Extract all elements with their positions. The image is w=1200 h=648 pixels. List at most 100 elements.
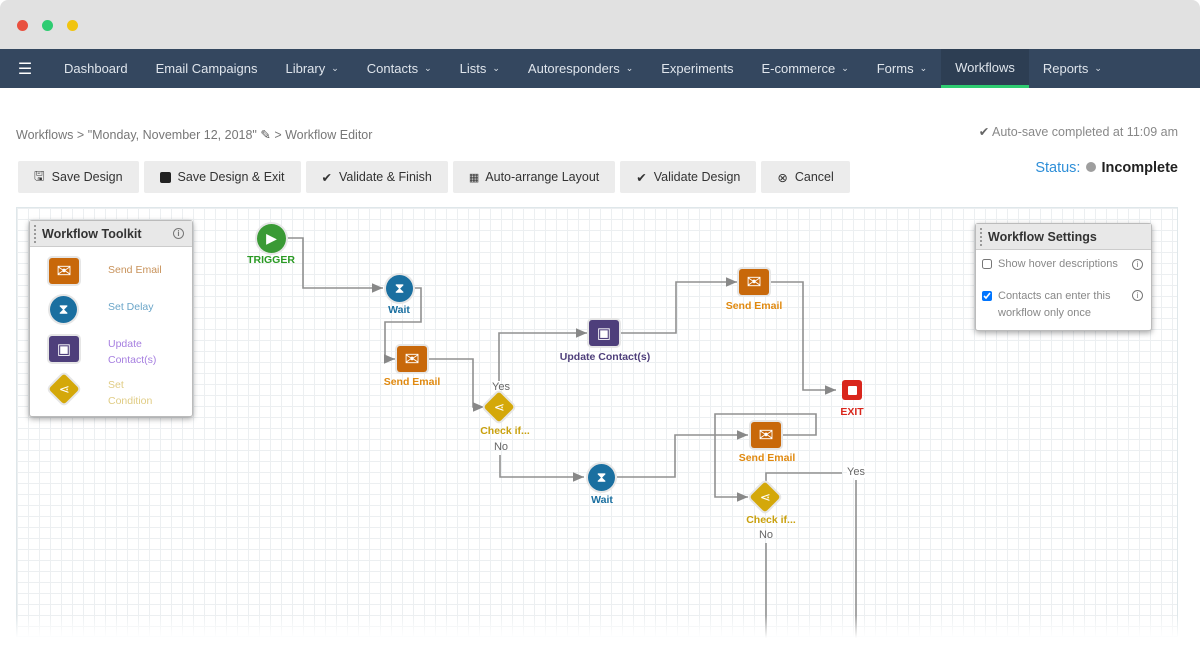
main-nav: ☰ Dashboard Email Campaigns Library ⌄ Con… xyxy=(0,49,1200,88)
exit-node-label: EXIT xyxy=(840,406,864,418)
nav-label: Email Campaigns xyxy=(155,61,258,76)
button-label: Cancel xyxy=(794,170,834,184)
nav-autoresponders[interactable]: Autoresponders ⌄ xyxy=(514,49,647,88)
toolkit-item-label: Update Contact(s) xyxy=(108,338,157,366)
nav-reports[interactable]: Reports⌄ xyxy=(1029,49,1116,88)
nav-label: Library xyxy=(285,61,326,76)
nav-label: Dashboard xyxy=(64,61,128,76)
breadcrumb: Workflows > "Monday, November 12, 2018" … xyxy=(16,127,372,142)
close-window-button[interactable] xyxy=(17,20,28,31)
nav-library[interactable]: Library ⌄ xyxy=(271,49,352,88)
status-dot-icon xyxy=(1086,162,1097,172)
settings-header[interactable]: Workflow Settings xyxy=(976,224,1151,250)
send-email-node-envelope-icon[interactable]: ✉ xyxy=(397,346,427,372)
hourglass-icon: ⧗ xyxy=(50,296,77,323)
save-design-button[interactable]: 🖫 Save Design xyxy=(18,161,139,193)
nav-dashboard[interactable]: Dashboard xyxy=(50,49,142,88)
condition-node-label: Check if... xyxy=(746,514,796,526)
button-label: Save Design xyxy=(51,170,123,184)
contact-card-icon: ▣ xyxy=(49,336,79,362)
setting-label: Show hover descriptions xyxy=(998,258,1118,270)
exit-node-stop-icon[interactable] xyxy=(842,380,862,400)
autosave-status: ✔ Auto-save completed at 11:09 am xyxy=(979,124,1178,139)
chevron-down-icon: ⌄ xyxy=(625,63,634,73)
validate-finish-button[interactable]: ✔ Validate & Finish xyxy=(305,161,448,193)
pencil-icon[interactable]: ✎ xyxy=(260,128,271,142)
info-icon[interactable]: i xyxy=(1132,290,1143,301)
enter-once-checkbox[interactable] xyxy=(982,291,992,301)
toolkit-item-label: Set Delay xyxy=(108,301,154,313)
cancel-button[interactable]: ⊗Cancel xyxy=(761,161,850,193)
exit-square-icon xyxy=(159,171,171,183)
nav-label: Reports xyxy=(1042,61,1089,76)
edge-label-yes: Yes xyxy=(847,466,865,478)
maximize-window-button[interactable] xyxy=(67,20,78,31)
auto-arrange-button[interactable]: ▦ Auto-arrange Layout xyxy=(452,161,616,193)
send-email-node-label: Send Email xyxy=(738,452,796,464)
workflow-settings-panel[interactable]: Workflow Settings Show hover description… xyxy=(975,223,1152,331)
setting-label: Contacts can enter this workflow only on… xyxy=(998,290,1111,319)
breadcrumb-separator: > xyxy=(274,128,282,142)
setting-hover-descriptions: Show hover descriptions xyxy=(982,256,1118,273)
branch-icon: ⋖ xyxy=(48,373,80,405)
nav-label: Experiments xyxy=(661,61,734,76)
save-design-exit-button[interactable]: Save Design & Exit xyxy=(143,161,301,193)
connector-email-exit xyxy=(771,281,836,395)
condition-node-label: Check if... xyxy=(480,425,530,437)
nav-email-campaigns[interactable]: Email Campaigns xyxy=(142,49,272,88)
toolkit-item-label: Send Email xyxy=(108,264,162,276)
button-label: Save Design & Exit xyxy=(177,170,285,184)
minimize-window-button[interactable] xyxy=(42,20,53,31)
check-icon: ✔ xyxy=(978,125,990,139)
floppy-disk-icon: 🖫 xyxy=(34,168,45,183)
connector-trigger-wait xyxy=(286,237,383,293)
breadcrumb-workflows-link[interactable]: Workflows xyxy=(16,128,74,142)
chevron-down-icon: ⌄ xyxy=(919,63,928,73)
hamburger-menu-icon[interactable]: ☰ xyxy=(17,60,33,78)
button-label: Auto-arrange Layout xyxy=(485,170,600,184)
breadcrumb-separator: > xyxy=(76,128,85,142)
nav-label: Lists xyxy=(459,61,487,76)
settings-title: Workflow Settings xyxy=(988,229,1097,244)
nav-contacts[interactable]: Contacts⌄ xyxy=(353,49,446,88)
chevron-down-icon: ⌄ xyxy=(492,63,500,73)
grid-icon: ▦ xyxy=(468,171,479,184)
connector-email-loop xyxy=(714,413,817,502)
wait-node-hourglass-icon[interactable]: ⧗ xyxy=(588,464,615,491)
wait-node-label: Wait xyxy=(591,494,613,506)
toolkit-item-label: Set Condition xyxy=(108,379,153,407)
connector-update-email xyxy=(620,277,737,334)
nav-experiments[interactable]: Experiments xyxy=(647,49,747,88)
toolkit-title: Workflow Toolkit xyxy=(42,226,142,241)
connector-wait-email xyxy=(383,287,422,364)
nav-ecommerce[interactable]: E-commerce⌄ xyxy=(748,49,863,88)
nav-lists[interactable]: Lists ⌄ xyxy=(446,49,514,88)
toolkit-header[interactable]: Workflow Toolkit i xyxy=(30,221,192,247)
check-icon: ✔ xyxy=(321,170,333,185)
trigger-node-play-icon[interactable]: ▶ xyxy=(257,224,286,253)
breadcrumb-workflow-name[interactable]: "Monday, November 12, 2018" xyxy=(87,128,257,142)
button-label: Validate & Finish xyxy=(339,170,432,184)
nav-label: Autoresponders xyxy=(527,61,620,76)
send-email-node-envelope-icon[interactable]: ✉ xyxy=(739,269,769,295)
nav-label: Workflows xyxy=(955,59,1015,75)
send-email-node-label: Send Email xyxy=(725,300,783,312)
nav-workflows[interactable]: Workflows xyxy=(941,49,1029,88)
nav-forms[interactable]: Forms ⌄ xyxy=(863,49,941,88)
update-contact-node-card-icon[interactable]: ▣ xyxy=(589,320,619,346)
edge-label-yes: Yes xyxy=(492,381,510,393)
status-label: Status: xyxy=(1035,160,1081,176)
nav-label: Forms xyxy=(876,61,914,76)
chevron-down-icon: ⌄ xyxy=(331,63,339,73)
connector-yes-update xyxy=(498,328,587,381)
info-icon[interactable]: i xyxy=(1132,259,1143,270)
button-label: Validate Design xyxy=(653,170,741,184)
send-email-node-envelope-icon[interactable]: ✉ xyxy=(751,422,781,448)
info-icon[interactable]: i xyxy=(173,228,184,239)
validate-design-button[interactable]: ✔Validate Design xyxy=(620,161,757,193)
nav-label: Contacts xyxy=(366,61,419,76)
hover-descriptions-checkbox[interactable] xyxy=(982,259,992,269)
wait-node-hourglass-icon[interactable]: ⧗ xyxy=(386,275,413,302)
connector-email-check xyxy=(428,358,484,412)
